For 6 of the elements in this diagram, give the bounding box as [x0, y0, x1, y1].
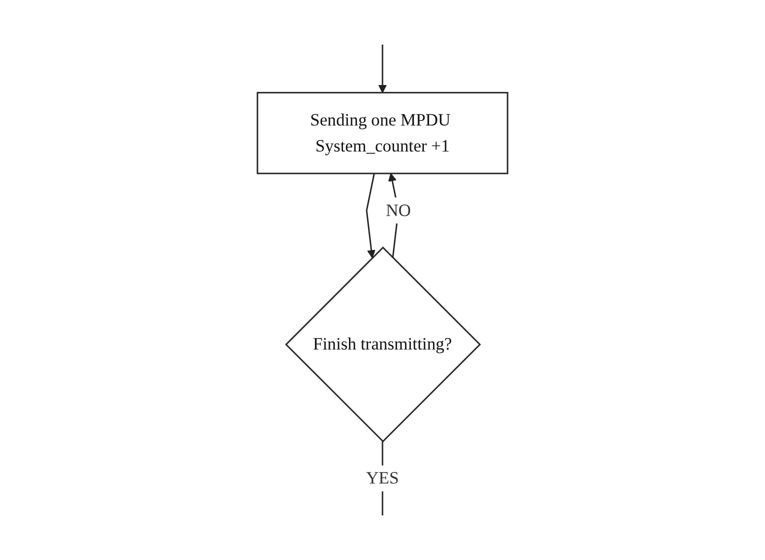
edge-label: YES: [366, 468, 399, 488]
node-diamond: Finish transmitting?: [285, 246, 481, 442]
edge-label: NO: [386, 200, 411, 220]
node-box: Sending one MPDU System_counter +1: [256, 92, 508, 174]
arrow: [366, 173, 376, 258]
arrow: [378, 44, 387, 94]
